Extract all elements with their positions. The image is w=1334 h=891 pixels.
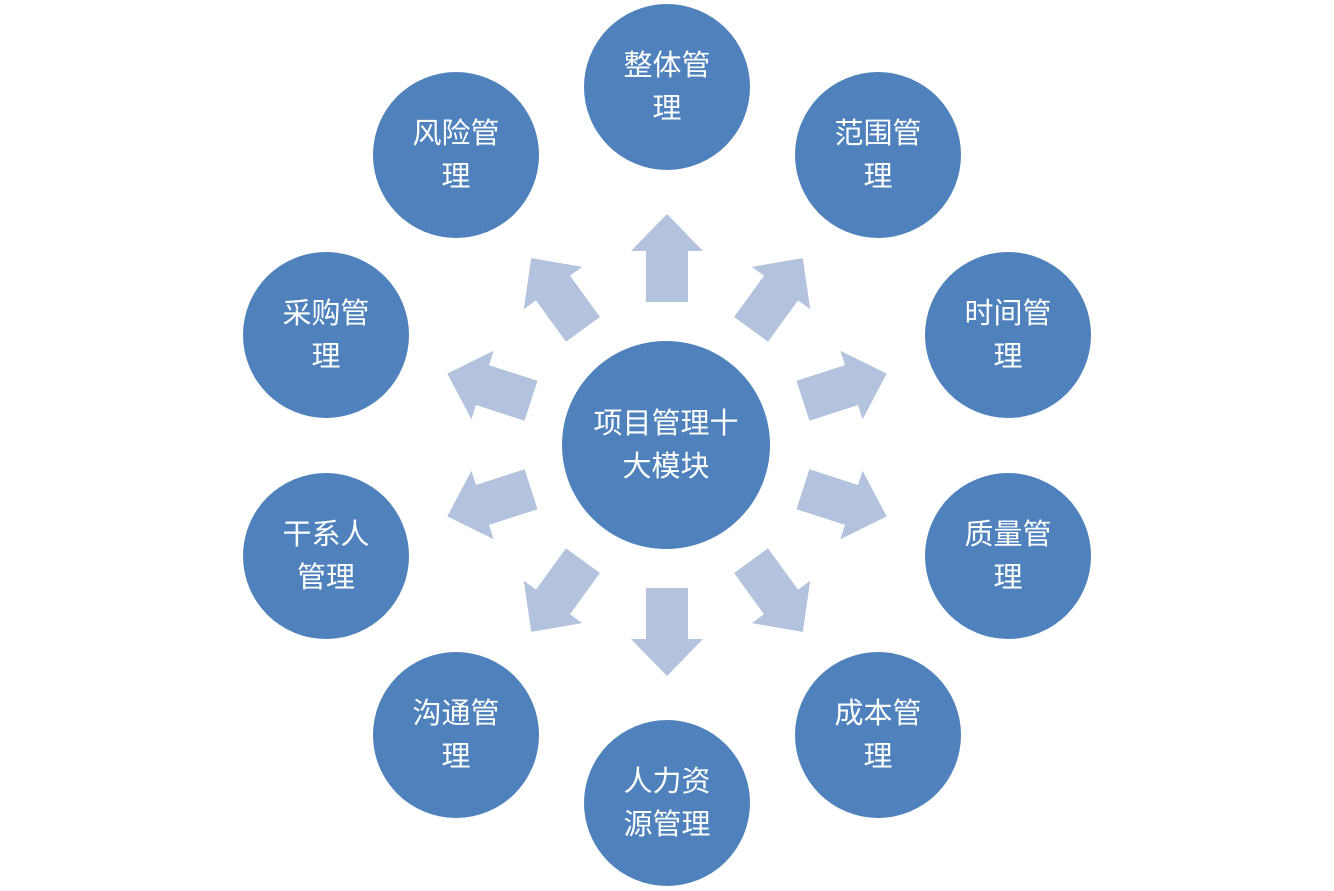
module-node-risk: 风险管理 [373, 72, 539, 238]
module-node-scope: 范围管理 [795, 72, 961, 238]
center-label: 项目管理十大模块 [593, 405, 739, 484]
module-node-time: 时间管理 [925, 252, 1091, 418]
module-node-communication: 沟通管理 [373, 652, 539, 818]
arrow-to-time [796, 350, 887, 421]
module-label-procurement: 采购管理 [282, 295, 370, 374]
center-node: 项目管理十大模块 [562, 341, 770, 549]
module-node-cost: 成本管理 [795, 652, 961, 818]
module-label-time: 时间管理 [964, 295, 1052, 374]
arrow-to-integration [631, 214, 703, 302]
module-label-scope: 范围管理 [834, 115, 922, 194]
module-label-cost: 成本管理 [834, 695, 922, 774]
module-node-quality: 质量管理 [925, 473, 1091, 639]
arrow-to-stakeholder [447, 469, 538, 540]
module-label-hr: 人力资源管理 [623, 763, 711, 842]
arrow-to-hr [631, 588, 703, 676]
module-node-stakeholder: 干系人管理 [243, 473, 409, 639]
arrow-to-cost [734, 548, 811, 632]
arrow-to-procurement [447, 350, 538, 421]
arrow-to-quality [796, 469, 887, 540]
arrow-to-risk [523, 258, 600, 342]
arrow-to-scope [734, 258, 811, 342]
module-node-integration: 整体管理 [584, 4, 750, 170]
module-label-communication: 沟通管理 [412, 695, 500, 774]
module-node-hr: 人力资源管理 [584, 720, 750, 886]
module-label-stakeholder: 干系人管理 [282, 516, 370, 595]
module-label-quality: 质量管理 [964, 516, 1052, 595]
module-label-integration: 整体管理 [623, 47, 711, 126]
arrow-to-communication [523, 548, 600, 632]
module-node-procurement: 采购管理 [243, 252, 409, 418]
module-label-risk: 风险管理 [412, 115, 500, 194]
